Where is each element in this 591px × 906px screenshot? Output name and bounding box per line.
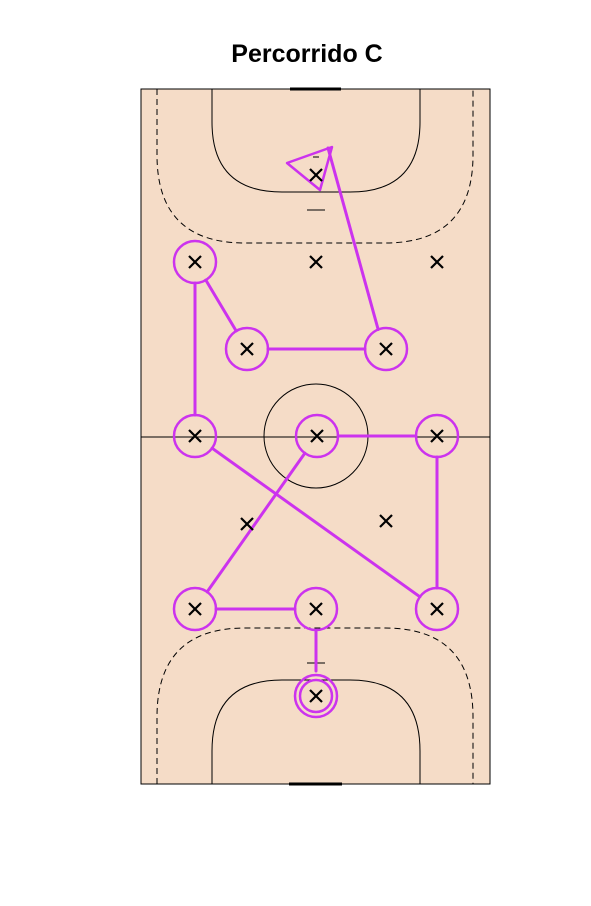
- x-marker: [309, 602, 323, 616]
- x-marker: [240, 517, 254, 531]
- station-circle: [363, 326, 409, 372]
- station-circle: [172, 413, 218, 459]
- station-circle: [224, 326, 270, 372]
- route-segment: [326, 146, 380, 332]
- station-circle: [172, 586, 218, 632]
- x-marker: [188, 255, 202, 269]
- x-marker: [310, 429, 324, 443]
- route-layer: [193, 146, 439, 673]
- start-inner-circle: [298, 678, 334, 714]
- station-circle: [294, 413, 340, 459]
- station-circle: [414, 586, 460, 632]
- station-circle: [293, 673, 339, 719]
- station-circle: [293, 586, 339, 632]
- x-marker: [430, 429, 444, 443]
- goal-area-top: [211, 89, 421, 193]
- x-marker: [240, 342, 254, 356]
- x-marker: [188, 429, 202, 443]
- station-circle: [172, 239, 218, 285]
- x-marker: [379, 514, 393, 528]
- x-marker: [309, 255, 323, 269]
- x-marker: [309, 168, 323, 182]
- symbol-layer: [172, 145, 460, 719]
- x-marker: [379, 342, 393, 356]
- x-marker: [430, 602, 444, 616]
- x-marker: [188, 602, 202, 616]
- route-segment: [210, 446, 422, 599]
- marker-layer: [188, 168, 444, 703]
- x-marker: [309, 689, 323, 703]
- diagram-title: Percorrido C: [231, 40, 383, 68]
- free-throw-line-bottom: [156, 627, 474, 784]
- finish-triangle: [285, 145, 334, 192]
- route-segment: [205, 451, 307, 594]
- station-circle: [414, 413, 460, 459]
- x-marker: [430, 255, 444, 269]
- route-segment: [204, 278, 238, 333]
